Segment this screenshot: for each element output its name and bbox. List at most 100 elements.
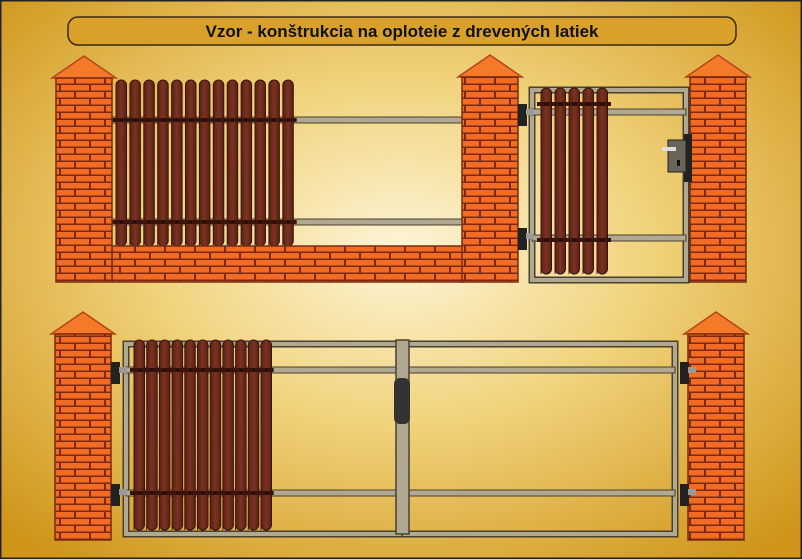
low-brick-wall bbox=[111, 245, 465, 283]
hinge bbox=[680, 484, 689, 506]
screw bbox=[188, 368, 192, 372]
screw bbox=[176, 368, 179, 372]
screw bbox=[239, 368, 243, 372]
screw bbox=[231, 220, 234, 224]
screw bbox=[286, 220, 290, 224]
picket bbox=[197, 339, 209, 531]
screw bbox=[133, 118, 137, 122]
screw bbox=[544, 238, 548, 242]
screw bbox=[201, 491, 205, 495]
hinge-pin bbox=[119, 367, 127, 373]
screw bbox=[203, 118, 206, 122]
screw bbox=[203, 220, 206, 224]
screw bbox=[175, 220, 179, 224]
picket bbox=[146, 339, 158, 531]
screw bbox=[161, 118, 165, 122]
screw bbox=[217, 118, 220, 122]
picket bbox=[235, 339, 247, 531]
screw bbox=[258, 118, 262, 122]
screw bbox=[214, 491, 217, 495]
screw bbox=[272, 118, 276, 122]
brick-pillar bbox=[455, 54, 525, 283]
screw bbox=[137, 368, 141, 372]
screw bbox=[201, 368, 205, 372]
screw bbox=[189, 220, 193, 224]
picket bbox=[171, 339, 184, 531]
hinge-pin bbox=[119, 489, 127, 495]
hinge-pin bbox=[526, 109, 534, 115]
lock-body bbox=[667, 139, 687, 173]
screw bbox=[558, 238, 562, 242]
screw bbox=[147, 220, 151, 224]
pillar-bricks bbox=[461, 76, 519, 283]
picket bbox=[260, 339, 272, 531]
pillar-bricks bbox=[689, 76, 747, 283]
screw bbox=[258, 220, 262, 224]
picket bbox=[184, 339, 196, 531]
screw bbox=[264, 491, 268, 495]
hinge bbox=[518, 228, 527, 250]
hinge bbox=[518, 104, 527, 126]
center-post bbox=[395, 339, 410, 535]
screw bbox=[226, 491, 230, 495]
picket bbox=[222, 339, 234, 531]
hinge bbox=[111, 362, 120, 384]
screw bbox=[600, 102, 604, 106]
lock-handle bbox=[662, 147, 676, 151]
screw bbox=[245, 118, 248, 122]
screw bbox=[163, 368, 166, 372]
keyhole bbox=[677, 160, 680, 166]
screw bbox=[272, 220, 276, 224]
screw bbox=[600, 238, 604, 242]
pillar-bricks bbox=[687, 333, 745, 541]
screw bbox=[133, 220, 137, 224]
screw bbox=[286, 118, 290, 122]
hinge-pin bbox=[688, 367, 696, 373]
brick-pillar bbox=[48, 311, 118, 541]
screw bbox=[252, 491, 255, 495]
screw bbox=[175, 118, 179, 122]
screw bbox=[150, 368, 154, 372]
screw bbox=[572, 238, 576, 242]
picket bbox=[209, 339, 222, 531]
screw bbox=[217, 220, 220, 224]
screw bbox=[245, 220, 248, 224]
title: Vzor - konštrukcia na oploteie z drevený… bbox=[205, 22, 599, 41]
screw bbox=[558, 102, 562, 106]
screw bbox=[119, 118, 123, 122]
screw bbox=[147, 118, 151, 122]
screw bbox=[586, 102, 590, 106]
screw bbox=[188, 491, 192, 495]
screw bbox=[214, 368, 217, 372]
screw bbox=[252, 368, 255, 372]
picket bbox=[596, 87, 608, 275]
picket bbox=[158, 339, 171, 531]
screw bbox=[119, 220, 123, 224]
drawing-layer bbox=[48, 54, 753, 541]
screw bbox=[231, 118, 234, 122]
screw bbox=[189, 118, 193, 122]
brick-pillar bbox=[681, 311, 751, 541]
picket bbox=[582, 87, 594, 275]
screw bbox=[239, 491, 243, 495]
screw bbox=[161, 220, 165, 224]
screw bbox=[137, 491, 141, 495]
picket bbox=[247, 339, 260, 531]
hinge-pin bbox=[526, 233, 534, 239]
pillar-bricks bbox=[54, 333, 112, 541]
screw bbox=[572, 102, 576, 106]
picket bbox=[133, 339, 145, 531]
hinge bbox=[111, 484, 120, 506]
screw bbox=[163, 491, 166, 495]
screw bbox=[544, 102, 548, 106]
center-latch bbox=[394, 378, 410, 424]
title-bar: Vzor - konštrukcia na oploteie z drevený… bbox=[67, 16, 737, 46]
picket bbox=[554, 87, 566, 275]
screw bbox=[150, 491, 154, 495]
picket bbox=[540, 87, 552, 275]
picket bbox=[568, 87, 580, 275]
screw bbox=[176, 491, 179, 495]
gate-frame bbox=[530, 88, 688, 282]
